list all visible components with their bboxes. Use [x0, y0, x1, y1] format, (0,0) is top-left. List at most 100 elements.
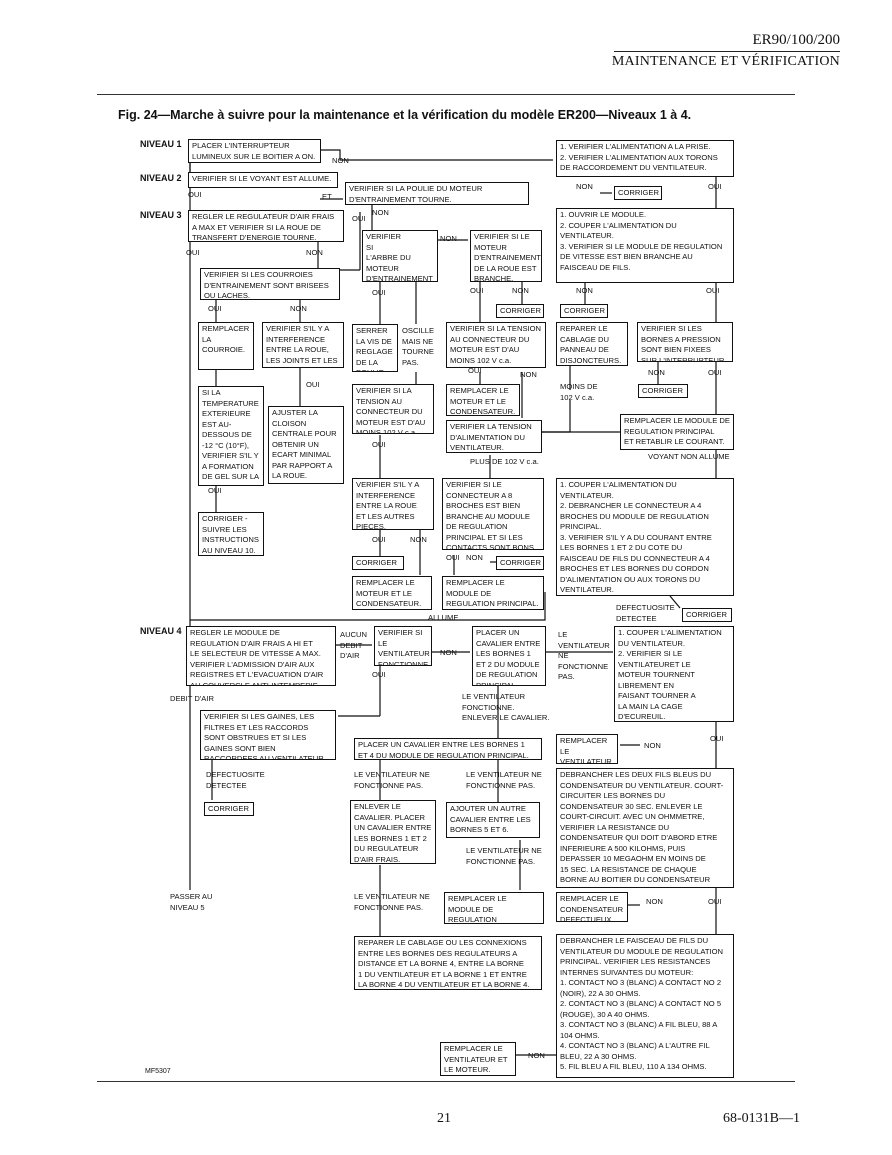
step-serrer-vis: SERRER LA VIS DE REGLAGE DE LA POULIE.: [352, 324, 398, 372]
label-vent-ne-fonct-4: LE VENTILATEUR NE FONCTIONNE PAS.: [354, 892, 430, 912]
step-remplacer-vent-moteur-1: REMPLACER LE VENTILATEUR ET LE MOTEUR.: [556, 734, 618, 764]
step-tension-alim: VERIFIER LA TENSION D'ALIMENTATION DU VE…: [446, 420, 542, 453]
label-vent-ne-fonct: LE VENTILATEUR NE FONCTIONNE PAS.: [558, 630, 610, 681]
label-oui: OUI: [468, 366, 482, 375]
label-non: NON: [644, 741, 661, 750]
corriger-box-4: CORRIGER: [638, 384, 688, 398]
step-cavalier-1-2: PLACER UN CAVALIER ENTRE LES BORNES 1 ET…: [472, 626, 546, 686]
label-non: NON: [306, 248, 323, 257]
label-oui: OUI: [306, 380, 320, 389]
header-model: ER90/100/200: [752, 32, 840, 48]
step-cloison: AJUSTER LA CLOISON CENTRALE POUR OBTENIR…: [268, 406, 344, 484]
step-regulateur: REGLER LE REGULATEUR D'AIR FRAIS A MAX E…: [188, 210, 344, 242]
bottom-rule: [97, 1081, 795, 1082]
label-oui: OUI: [372, 440, 386, 449]
label-oui: OUI: [710, 734, 724, 743]
step-remplacer-module-2: REMPLACER LE MODULE DE REGULATION PRINCI…: [442, 576, 544, 610]
label-non: NON: [372, 208, 389, 217]
label-defectuosite-2: DEFECTUOSITE DETECTEE: [206, 770, 265, 790]
label-non: NON: [410, 535, 427, 544]
corriger-box-5: CORRIGER: [352, 556, 404, 570]
label-oui: OUI: [208, 304, 222, 313]
label-oui: OUI: [708, 368, 722, 377]
step-cavalier-1-4: PLACER UN CAVALIER ENTRE LES BORNES 1 ET…: [354, 738, 542, 760]
step-faisceau-resistances: DEBRANCHER LE FAISCEAU DE FILS DU VENTIL…: [556, 934, 734, 1078]
corriger-box-6: CORRIGER: [496, 556, 544, 570]
step-fils-bleus: DEBRANCHER LES DEUX FILS BLEUS DU CONDEN…: [556, 768, 734, 888]
label-oscille: OSCILLE MAIS NE TOURNE PAS.: [402, 326, 435, 367]
step-remplacer-moteur-cond-2: REMPLACER LE MOTEUR ET LE CONDENSATEUR.: [352, 576, 432, 610]
level-3-label: NIVEAU 3: [140, 210, 182, 220]
figure-title: Fig. 24—Marche à suivre pour la maintena…: [118, 108, 692, 122]
label-non: NON: [466, 553, 483, 562]
label-non: NON: [528, 1051, 545, 1060]
step-reparer-cablage: REPARER LE CABLAGE OU LES CONNEXIONS ENT…: [354, 936, 542, 990]
label-non: NON: [648, 368, 665, 377]
label-non: NON: [440, 234, 457, 243]
label-defectuosite-1: DEFECTUOSITE DETECTEE: [616, 603, 675, 623]
step-gaines: VERIFIER SI LES GAINES, LES FILTRES ET L…: [200, 710, 336, 760]
step-connecteur-8: VERIFIER SI LE CONNECTEUR A 8 BROCHES ES…: [442, 478, 544, 550]
label-debit-air: DEBIT D'AIR: [170, 694, 214, 703]
label-allume: ALLUME: [428, 613, 459, 622]
label-non: NON: [576, 182, 593, 191]
label-vent-ne-fonct-2: LE VENTILATEUR NE FONCTIONNE PAS.: [466, 770, 542, 790]
label-voyant-non-allume: VOYANT NON ALLUME: [648, 452, 730, 461]
step-moteur-branche: VERIFIER SI LE MOTEUR D'ENTRAINEMENT DE …: [470, 230, 542, 282]
step-remplacer-condensateur: REMPLACER LE CONDENSATEUR DEFECTUEUX.: [556, 892, 628, 922]
corriger-box-1: CORRIGER: [614, 186, 662, 200]
step-n4-regler: REGLER LE MODULE DE REGULATION D'AIR FRA…: [186, 626, 336, 686]
label-oui: OUI: [208, 486, 222, 495]
step-remplacer-module-reg: REMPLACER LE MODULE DE REGULATION PRINCI…: [620, 414, 734, 450]
step-arbre: VERIFIER SI L'ARBRE DU MOTEUR D'ENTRAINE…: [362, 230, 438, 282]
page-number: 21: [437, 1111, 451, 1126]
corriger-box-7: CORRIGER: [682, 608, 732, 622]
step-corriger-n10: CORRIGER - SUIVRE LES INSTRUCTIONS AU NI…: [198, 512, 264, 556]
label-oui: OUI: [372, 535, 386, 544]
label-et: ET: [322, 192, 332, 201]
label-vent-ne-fonct-3: LE VENTILATEUR NE FONCTIONNE PAS.: [466, 846, 542, 866]
corriger-gaines-box: CORRIGER: [204, 802, 254, 816]
step-tension-connecteur: VERIFIER SI LA TENSION AU CONNECTEUR DU …: [352, 384, 434, 434]
step-cablage-panneau: REPARER LE CABLAGE DU PANNEAU DE DISJONC…: [556, 322, 628, 366]
step-couper-alim-vent: 1. COUPER L'ALIMENTATION DU VENTILATEUR.…: [614, 626, 734, 722]
step-interference-pieces: VERIFIER S'IL Y A INTERFERENCE ENTRE LA …: [352, 478, 434, 530]
step-cavalier-5-6: AJOUTER UN AUTRE CAVALIER ENTRE LES BORN…: [446, 802, 540, 838]
label-oui: OUI: [446, 553, 460, 562]
step-remplacer-vent-moteur-2: REMPLACER LE VENTILATEUR ET LE MOTEUR.: [440, 1042, 516, 1076]
label-passer-n5: PASSER AU NIVEAU 5: [170, 892, 213, 912]
step-courroies: VERIFIER SI LES COURROIES D'ENTRAINEMENT…: [200, 268, 340, 300]
corriger-box-3: CORRIGER: [560, 304, 608, 318]
corriger-box-2: CORRIGER: [496, 304, 544, 318]
step-bornes-pression: VERIFIER SI LES BORNES A PRESSION SONT B…: [637, 322, 733, 362]
step-tension-102: VERIFIER SI LA TENSION AU CONNECTEUR DU …: [446, 322, 546, 368]
step-interrupteur: PLACER L'INTERRUPTEUR LUMINEUX SUR LE BO…: [188, 139, 321, 163]
label-aucun-debit: AUCUN DEBIT D'AIR: [340, 630, 368, 660]
label-oui: OUI: [188, 190, 202, 199]
header-section: MAINTENANCE ET VÉRIFICATION: [611, 54, 840, 69]
label-non: NON: [576, 286, 593, 295]
label-non: NON: [512, 286, 529, 295]
step-ventilateur-fonctionne: VERIFIER SI LE VENTILATEUR FONCTIONNE.: [374, 626, 432, 666]
label-vent-fonct-enlever: LE VENTILATEUR FONCTIONNE. ENLEVER LE CA…: [462, 692, 550, 722]
label-oui: OUI: [372, 288, 386, 297]
figure-code: MF5307: [145, 1068, 171, 1075]
label-oui: OUI: [708, 182, 722, 191]
label-oui: OUI: [706, 286, 720, 295]
step-voyant: VERIFIER SI LE VOYANT EST ALLUME.: [188, 172, 338, 188]
step-interference-roue: VERIFIER S'IL Y A INTERFERENCE ENTRE LA …: [262, 322, 344, 368]
label-non: NON: [520, 370, 537, 379]
step-enlever-cavalier: ENLEVER LE CAVALIER. PLACER UN CAVALIER …: [350, 800, 436, 864]
top-rule: [97, 94, 795, 95]
label-non: NON: [290, 304, 307, 313]
level-1-label: NIVEAU 1: [140, 139, 182, 149]
step-ouvrir-module: 1. OUVRIR LE MODULE. 2. COUPER L'ALIMENT…: [556, 208, 734, 283]
label-moins-102: MOINS DE 102 V c.a.: [560, 382, 598, 402]
step-remplacer-moteur-cond-1: REMPLACER LE MOTEUR ET LE CONDENSATEUR.: [446, 384, 520, 416]
label-vent-ne-fonct-1: LE VENTILATEUR NE FONCTIONNE PAS.: [354, 770, 430, 790]
label-non: NON: [440, 648, 457, 657]
step-remplacer-courroie: REMPLACER LA COURROIE.: [198, 322, 254, 370]
header-rule: [614, 51, 840, 52]
step-alim-prise: 1. VERIFIER L'ALIMENTATION A LA PRISE. 2…: [556, 140, 734, 177]
